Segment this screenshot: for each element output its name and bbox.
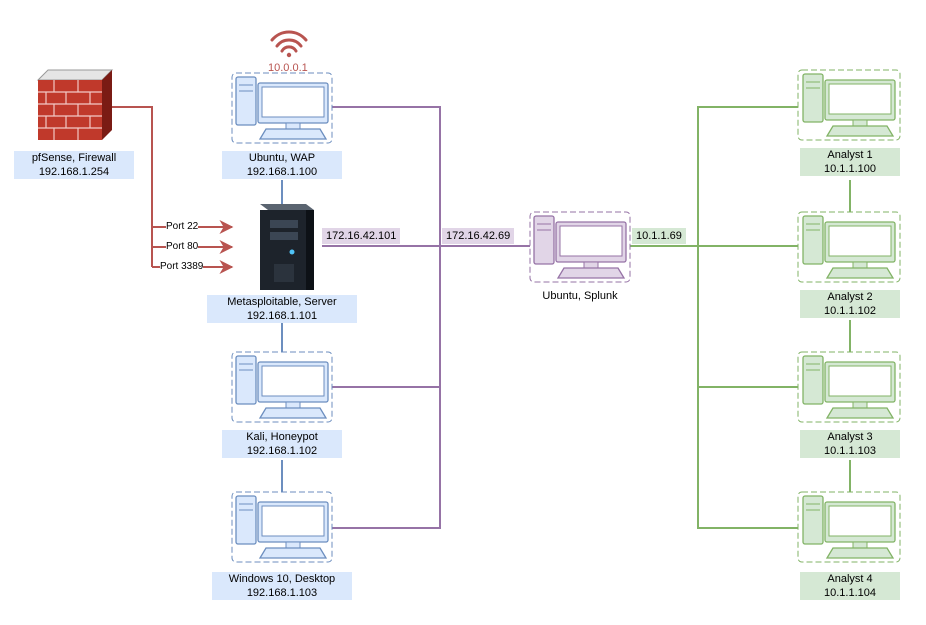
pc-wap-icon xyxy=(231,72,333,144)
analyst-3-label: Analyst 3 10.1.1.103 xyxy=(800,430,900,458)
server-link-ip: 172.16.42.101 xyxy=(322,228,401,244)
wifi-icon xyxy=(270,30,308,58)
port-22-label: Port 22 xyxy=(166,221,199,233)
honeypot-name: Kali, Honeypot xyxy=(222,430,342,444)
analyst-4-label: Analyst 4 10.1.1.104 xyxy=(800,572,900,600)
pc-analyst-4-icon xyxy=(797,491,901,563)
desktop-name: Windows 10, Desktop xyxy=(212,572,352,586)
analyst-1-label: Analyst 1 10.1.1.100 xyxy=(800,148,900,176)
analyst-4-name: Analyst 4 xyxy=(800,572,900,586)
analyst-3-name: Analyst 3 xyxy=(800,430,900,444)
firewall-label: pfSense, Firewall 192.168.1.254 xyxy=(14,151,134,179)
splunk-right-ip: 10.1.1.69 xyxy=(632,228,686,244)
pc-splunk-icon xyxy=(529,211,631,283)
wap-name: Ubuntu, WAP xyxy=(222,151,342,165)
pc-desktop-icon xyxy=(231,491,333,563)
splunk-label: Ubuntu, Splunk xyxy=(530,289,630,303)
desktop-ip: 192.168.1.103 xyxy=(212,586,352,600)
honeypot-ip: 192.168.1.102 xyxy=(222,444,342,458)
firewall-ip: 192.168.1.254 xyxy=(14,165,134,179)
monitoring-links xyxy=(322,106,530,529)
analyst-4-ip: 10.1.1.104 xyxy=(800,586,900,600)
analyst-3-ip: 10.1.1.103 xyxy=(800,444,900,458)
analyst-links xyxy=(630,106,851,529)
pc-analyst-2-icon xyxy=(797,211,901,283)
wifi-ip: 10.0.0.1 xyxy=(268,62,308,74)
wap-label: Ubuntu, WAP 192.168.1.100 xyxy=(222,151,342,179)
server-name: Metasploitable, Server xyxy=(207,295,357,309)
analyst-1-ip: 10.1.1.100 xyxy=(800,162,900,176)
analyst-2-label: Analyst 2 10.1.1.102 xyxy=(800,290,900,318)
splunk-name: Ubuntu, Splunk xyxy=(542,290,618,302)
analyst-2-name: Analyst 2 xyxy=(800,290,900,304)
honeypot-label: Kali, Honeypot 192.168.1.102 xyxy=(222,430,342,458)
splunk-left-ip: 172.16.42.69 xyxy=(442,228,515,244)
analyst-1-name: Analyst 1 xyxy=(800,148,900,162)
server-icon xyxy=(260,204,314,290)
analyst-2-ip: 10.1.1.102 xyxy=(800,304,900,318)
firewall-name: pfSense, Firewall xyxy=(14,151,134,165)
desktop-label: Windows 10, Desktop 192.168.1.103 xyxy=(212,572,352,600)
firewall-icon xyxy=(36,69,114,140)
pc-honeypot-icon xyxy=(231,351,333,423)
pc-analyst-3-icon xyxy=(797,351,901,423)
pc-analyst-1-icon xyxy=(797,69,901,141)
port-80-label: Port 80 xyxy=(166,241,199,253)
wap-ip: 192.168.1.100 xyxy=(222,165,342,179)
port-3389-label: Port 3389 xyxy=(160,261,204,273)
server-ip: 192.168.1.101 xyxy=(207,309,357,323)
server-label: Metasploitable, Server 192.168.1.101 xyxy=(207,295,357,323)
